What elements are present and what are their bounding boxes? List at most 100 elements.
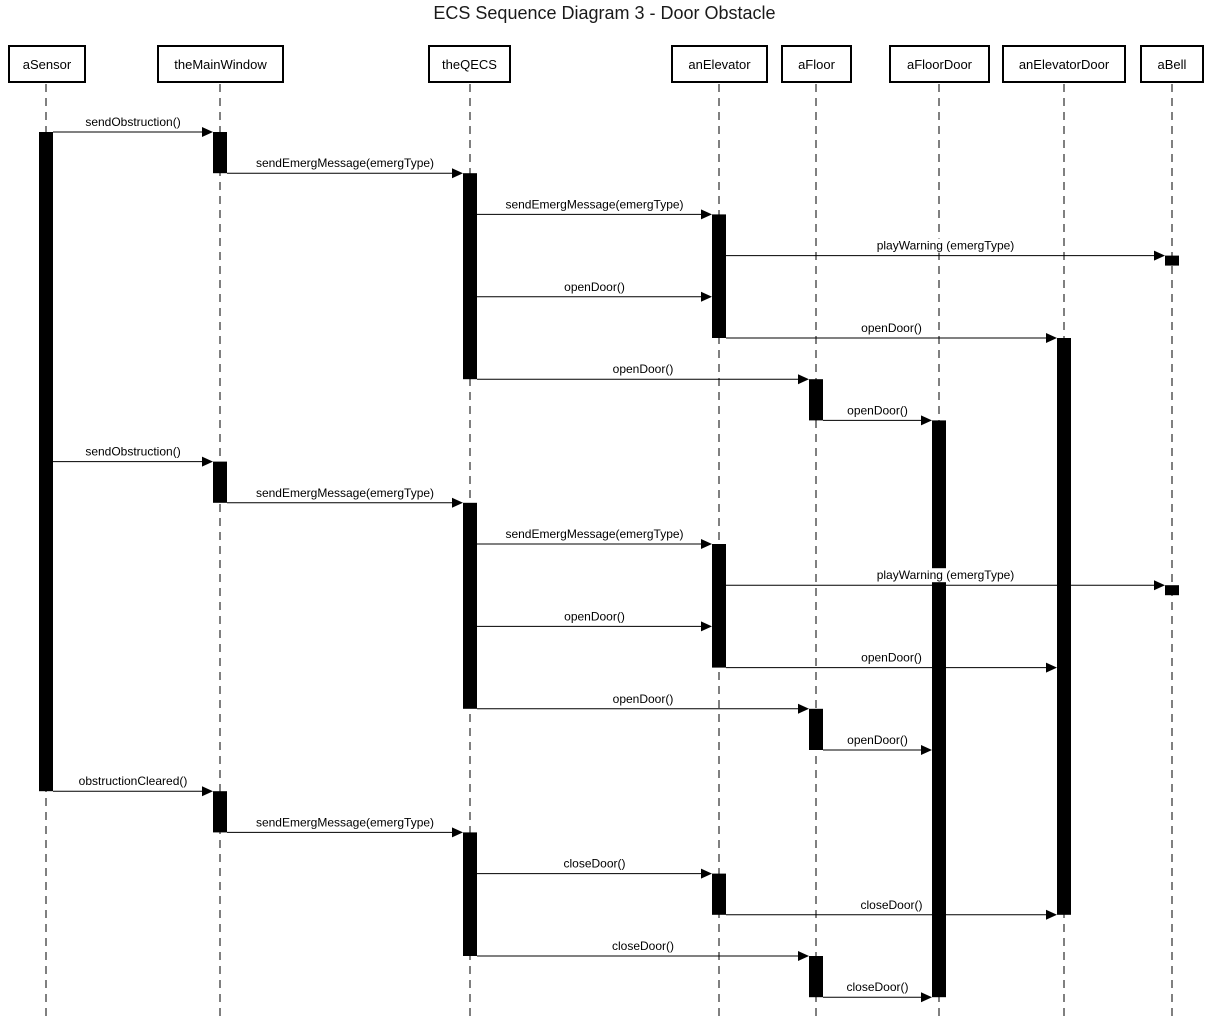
message: closeDoor(): [726, 897, 1057, 920]
message-label-bg: [83, 444, 183, 459]
message: sendEmergMessage(emergType): [227, 485, 463, 508]
arrowhead-icon: [701, 209, 712, 220]
activation-bar-elevator: [712, 873, 726, 915]
message: sendEmergMessage(emergType): [227, 815, 463, 838]
arrowhead-icon: [452, 827, 463, 838]
message-label-bg: [845, 733, 910, 747]
message-label-bg: [561, 856, 628, 871]
message-label-bg: [83, 115, 183, 129]
message: playWarning (emergType): [726, 568, 1165, 591]
message-label: sendObstruction(): [85, 445, 180, 459]
message-label-bg: [562, 279, 627, 294]
message: openDoor(): [477, 279, 712, 302]
arrowhead-icon: [921, 415, 932, 426]
arrowhead-icon: [202, 127, 213, 137]
message: closeDoor(): [477, 856, 712, 879]
arrowhead-icon: [202, 786, 213, 797]
message-label-bg: [845, 403, 910, 418]
message-label: openDoor(): [564, 280, 625, 294]
message-label: sendEmergMessage(emergType): [505, 197, 683, 211]
message-label-bg: [858, 897, 925, 912]
message-label: openDoor(): [847, 403, 908, 417]
message-label-bg: [859, 650, 924, 665]
arrowhead-icon: [1154, 250, 1165, 261]
message-label: openDoor(): [564, 609, 625, 623]
message: sendObstruction(): [53, 115, 213, 137]
activation-bar-mainwindow: [213, 461, 227, 503]
message-label: sendEmergMessage(emergType): [256, 815, 434, 829]
message-label: obstructionCleared(): [79, 774, 188, 788]
message-label: closeDoor(): [846, 980, 908, 994]
message-label: playWarning (emergType): [877, 568, 1015, 582]
message: openDoor(): [477, 609, 712, 632]
activation-bar-floordoor: [932, 420, 946, 998]
message-label-bg: [503, 527, 686, 541]
message: obstructionCleared(): [53, 774, 213, 797]
activation-bar-sensor: [39, 132, 53, 792]
arrowhead-icon: [701, 868, 712, 879]
message: sendEmergMessage(emergType): [227, 156, 463, 179]
message-label: closeDoor(): [612, 939, 674, 953]
message-label-bg: [503, 197, 686, 212]
arrowhead-icon: [701, 291, 712, 302]
message: openDoor(): [477, 691, 809, 714]
message-label: sendEmergMessage(emergType): [256, 486, 434, 500]
message-label-bg: [562, 609, 627, 624]
message-label: openDoor(): [847, 733, 908, 747]
message-label-bg: [859, 321, 924, 335]
participant-afloordoor: aFloorDoor: [889, 45, 990, 83]
activation-bar-qecs: [463, 502, 477, 709]
message: sendEmergMessage(emergType): [477, 527, 712, 549]
message-label: closeDoor(): [563, 857, 625, 871]
message: sendEmergMessage(emergType): [477, 197, 712, 220]
participant-anelevatordoor: anElevatorDoor: [1002, 45, 1126, 83]
activation-bar-bell: [1165, 585, 1179, 596]
message: closeDoor(): [823, 980, 932, 1003]
message-label: sendEmergMessage(emergType): [256, 156, 434, 170]
message-label-bg: [874, 568, 1017, 583]
arrowhead-icon: [701, 621, 712, 632]
arrowhead-icon: [798, 703, 809, 714]
message-label-bg: [253, 156, 437, 171]
arrowhead-icon: [798, 951, 809, 961]
participant-afloor: aFloor: [781, 45, 852, 83]
activation-bar-floor: [809, 379, 823, 421]
message-label-bg: [610, 362, 676, 377]
message-label-bg: [76, 774, 190, 789]
activation-bar-bell: [1165, 255, 1179, 266]
arrowhead-icon: [921, 745, 932, 755]
message-label-bg: [844, 980, 911, 995]
message-label-bg: [253, 815, 437, 830]
message-label: openDoor(): [613, 362, 674, 376]
arrowhead-icon: [1046, 662, 1057, 673]
arrowhead-icon: [452, 168, 463, 179]
message-label-bg: [610, 691, 676, 706]
message: closeDoor(): [477, 939, 809, 961]
message-label: closeDoor(): [860, 898, 922, 912]
message: openDoor(): [726, 650, 1057, 673]
message: openDoor(): [823, 733, 932, 755]
message-label-bg: [874, 238, 1017, 253]
participant-anelevator: anElevator: [671, 45, 768, 83]
arrowhead-icon: [798, 374, 809, 385]
participant-themainwindow: theMainWindow: [157, 45, 284, 83]
arrowhead-icon: [1046, 909, 1057, 920]
participant-abell: aBell: [1140, 45, 1204, 83]
arrowhead-icon: [701, 539, 712, 549]
activation-bar-floor: [809, 956, 823, 998]
message-label: playWarning (emergType): [877, 239, 1015, 253]
activation-bar-elevatordoor: [1057, 338, 1071, 915]
arrowhead-icon: [202, 456, 213, 467]
message-label-bg: [253, 485, 437, 500]
diagram-title: ECS Sequence Diagram 3 - Door Obstacle: [433, 3, 776, 23]
message-label: openDoor(): [613, 692, 674, 706]
message: openDoor(): [477, 362, 809, 385]
arrowhead-icon: [452, 497, 463, 508]
message-label: openDoor(): [861, 321, 922, 335]
arrowhead-icon: [1046, 333, 1057, 343]
arrowhead-icon: [1154, 580, 1165, 591]
message-label: sendObstruction(): [85, 115, 180, 129]
message: sendObstruction(): [53, 444, 213, 467]
participant-asensor: aSensor: [8, 45, 86, 83]
